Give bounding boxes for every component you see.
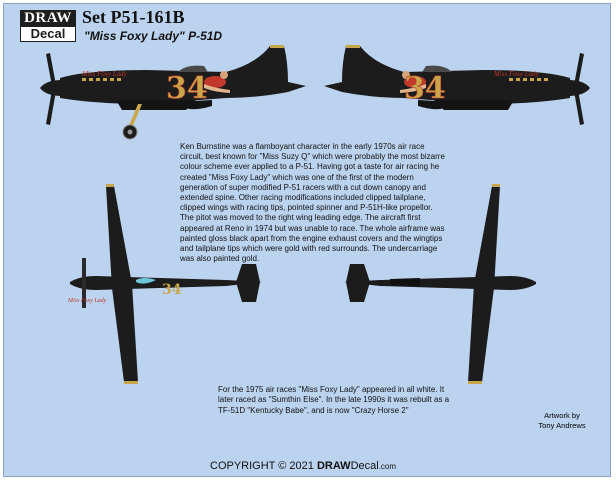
tail-tip-gold xyxy=(346,45,360,48)
left-profile-view: Miss Foxy Lady 34 xyxy=(40,45,306,140)
wing-tip-top xyxy=(492,184,500,187)
fuselage-bottom xyxy=(344,276,536,290)
main-wheel-hub xyxy=(127,129,133,135)
main-landing-gear xyxy=(128,104,142,128)
copyright-brand-bold: DRAW xyxy=(316,460,351,472)
credit-line-2: Tony Andrews xyxy=(538,421,586,430)
copyright-brand-rest: Decal xyxy=(350,460,379,472)
bottom-plan-view xyxy=(344,184,536,384)
radiator-underside xyxy=(390,278,420,286)
foxy-lady-figure xyxy=(400,71,426,93)
copyright-prefix: COPYRIGHT © 2021 xyxy=(210,460,317,472)
later-history-note: For the 1975 air races "Miss Foxy Lady" … xyxy=(218,385,450,415)
wing-root xyxy=(434,100,514,110)
propeller-blade-top xyxy=(46,53,56,86)
nose-art-title: Miss Foxy Lady xyxy=(81,70,128,78)
canopy xyxy=(178,65,208,72)
canopy-top xyxy=(136,278,156,284)
radiator-scoop xyxy=(418,100,454,110)
nose-art-title-top: Miss Foxy Lady xyxy=(67,298,107,304)
logo-draw-text: DRAW xyxy=(20,10,76,26)
tailplane xyxy=(236,264,260,302)
fuselage xyxy=(324,46,570,104)
canopy xyxy=(422,65,452,72)
copyright-notice: COPYRIGHT © 2021 DRAWDecal.com xyxy=(210,460,396,472)
aircraft-subject-title: "Miss Foxy Lady" P-51D xyxy=(84,29,223,43)
fuselage-top xyxy=(70,276,262,290)
race-number-34: 34 xyxy=(166,71,208,106)
propeller-top-view xyxy=(82,258,86,308)
right-profile-view: Miss Foxy Lady 34 xyxy=(324,45,590,125)
foxy-lady-figure xyxy=(204,71,230,93)
tail-tip-gold xyxy=(270,45,284,48)
exhaust-stacks xyxy=(509,78,548,81)
decal-sheet: DRAW Decal Set P51-161B "Miss Foxy Lady"… xyxy=(3,3,611,477)
artwork-credit: Artwork by Tony Andrews xyxy=(526,411,598,431)
wing-tip-bottom xyxy=(124,381,138,384)
race-number-34-top: 34 xyxy=(162,282,182,298)
spinner xyxy=(568,80,590,96)
wing-tip-top xyxy=(106,184,114,187)
propeller-blade-bottom xyxy=(574,90,584,125)
nose-art-title: Miss Foxy Lady xyxy=(493,70,540,78)
set-title: Set P51-161B xyxy=(82,7,185,27)
spinner xyxy=(40,80,62,96)
history-description: Ken Burnstine was a flamboyant character… xyxy=(180,142,445,264)
top-plan-view: 34 Miss Foxy Lady xyxy=(67,184,262,384)
tailplane xyxy=(346,264,370,302)
wing-root xyxy=(116,100,196,110)
credit-line-1: Artwork by xyxy=(544,411,580,420)
fuselage xyxy=(60,46,306,104)
copyright-domain: .com xyxy=(378,462,397,471)
propeller-blade-top xyxy=(574,53,584,86)
wing-tip-bottom xyxy=(468,381,482,384)
logo-decal-text: Decal xyxy=(20,26,76,42)
drawdecal-logo: DRAW Decal xyxy=(20,10,76,42)
race-number-34: 34 xyxy=(404,71,446,106)
exhaust-stacks xyxy=(82,78,121,81)
radiator-scoop xyxy=(176,100,212,110)
propeller-blade-bottom xyxy=(46,90,56,125)
